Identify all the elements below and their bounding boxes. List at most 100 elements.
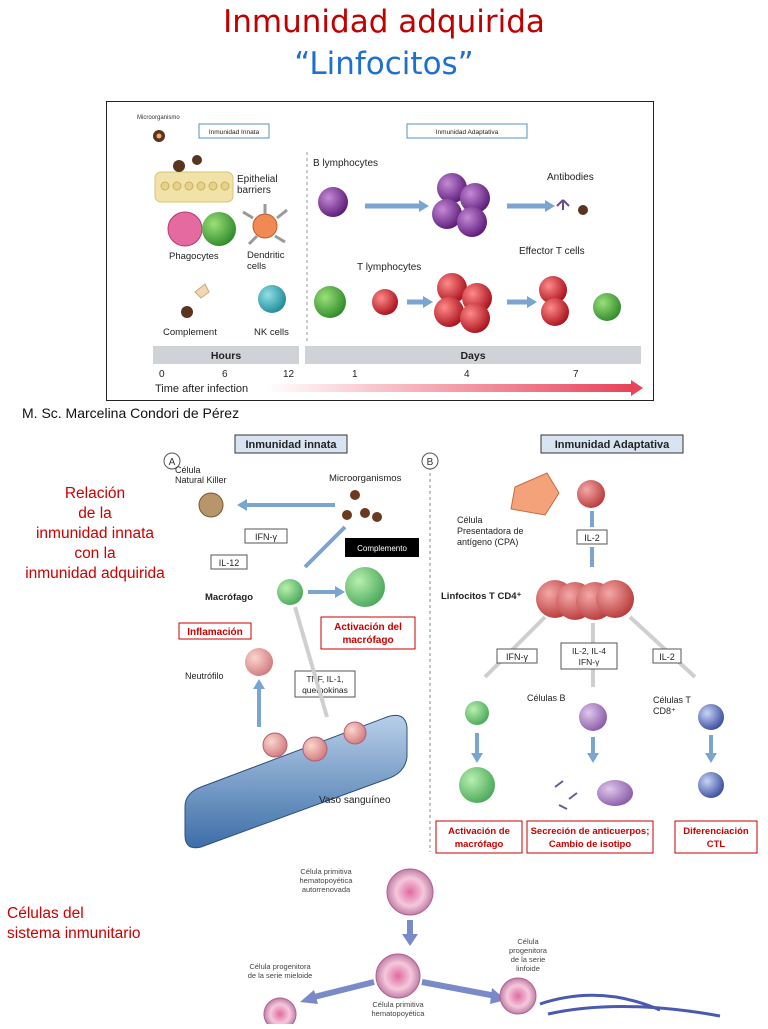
out2-label-2: Cambio de isotipo (549, 839, 632, 850)
b-lymphocytes-label: B lymphocytes (313, 158, 378, 169)
lymphoid-label-4: linfoide (516, 964, 540, 973)
activation-label-1: Activación del (334, 622, 402, 633)
cd8-label-2: CD8⁺ (653, 706, 676, 716)
myeloid-progenitor-icon (263, 997, 297, 1029)
effector-t-cells-icon (539, 276, 621, 326)
author: M. Sc. Marcelina Condori de Pérez (22, 405, 240, 421)
il24-label-1: IL-2, IL-4 (572, 646, 606, 656)
out3-label-2: CTL (707, 839, 726, 850)
immune-cells-lineage-figure: Célula primitiva hematopoyética autorren… (200, 864, 768, 1029)
relation-line-4: con la (74, 545, 116, 562)
phagocyte-cell-2 (202, 212, 236, 246)
tick-12: 12 (283, 369, 295, 380)
inflammation-label: Inflamación (187, 627, 243, 638)
ifn-label: IFN-γ (255, 532, 277, 542)
effector-t-label: Effector T cells (519, 246, 585, 257)
neutrophil-label: Neutrófilo (185, 671, 224, 681)
days-label: Days (460, 350, 485, 362)
macrophage-b-icon (465, 701, 489, 725)
innate-adaptive-relation-figure: A Inmunidad innata Célula Natural Killer… (155, 427, 767, 857)
antibodies-label: Antibodies (547, 172, 594, 183)
stem-label-2: hematopoyética (300, 876, 354, 885)
b-lymphocyte-icon (318, 187, 348, 217)
out3-label-1: Diferenciación (683, 826, 749, 837)
relation-line-5: inmunidad adquirida (25, 565, 165, 582)
innate-adaptive-timeline-figure: Microorganismo Inmunidad Innata Inmunida… (106, 101, 654, 401)
nk-label: NK cells (254, 327, 289, 338)
myeloid-label-1: Célula progenitora (249, 962, 311, 971)
out2-label-1: Secreción de anticuerpos; (531, 826, 650, 837)
cpa-label-1: Célula (457, 515, 483, 525)
il12-label: IL-12 (219, 558, 240, 568)
tick-7: 7 (573, 369, 579, 380)
cd4-cluster-icon (536, 580, 634, 620)
lymphoid-label-1: Célula (517, 937, 539, 946)
time-arrow (265, 384, 631, 392)
activated-macrophage-b-icon (459, 767, 495, 803)
out1-label-2: macrófago (455, 839, 504, 850)
adaptive-title: Inmunidad Adaptativa (555, 439, 670, 451)
cells-line-2: sistema inmunitario (7, 925, 141, 942)
nk-cell-icon (258, 285, 286, 313)
complement-icon (181, 283, 210, 318)
cells-label: Células del sistema inmunitario (0, 904, 197, 944)
cd4-label: Linfocitos T CD4⁺ (441, 591, 522, 602)
vessel-cells-icon (262, 721, 367, 762)
t-helper-icon (577, 480, 605, 508)
activated-macrophage-icon (345, 567, 385, 607)
myeloid-label-2: de la serie mieloide (248, 971, 313, 980)
microorganism-icon (153, 130, 165, 142)
innate-title: Inmunidad innata (245, 439, 337, 451)
ctl-icon (698, 772, 724, 798)
stem-cell-icon (386, 868, 434, 916)
cd8-label-1: Células T (653, 695, 691, 705)
dendritic-label-1: Dendritic (247, 250, 285, 261)
tick-6: 6 (222, 369, 228, 380)
stem-cell-2-icon (375, 953, 421, 999)
cpa-label-3: antígeno (CPA) (457, 537, 518, 547)
t-lymphocytes-label: T lymphocytes (357, 262, 421, 273)
microorganisms-icon (342, 490, 382, 522)
nk-label-2: Natural Killer (175, 475, 227, 485)
il2-label: IL-2 (584, 533, 600, 543)
panel-a-label: A (169, 457, 176, 468)
plasma-cell-cluster-icon (432, 173, 490, 237)
stem2-label-2: hematopoyética (372, 1009, 426, 1018)
epithelial-microbe-icon (173, 155, 202, 172)
vessel-label: Vaso sanguíneo (319, 795, 391, 806)
tnf-label-2: quemokinas (302, 685, 348, 695)
activation-label-2: macrófago (342, 635, 393, 646)
bcells-label: Células B (527, 693, 566, 703)
tnf-label-1: TNF, IL-1, (306, 674, 343, 684)
plasma-cell-icon (554, 780, 633, 810)
complement-label: Complement (163, 327, 217, 338)
relation-line-3: inmunidad innata (35, 525, 155, 542)
stem-label-3: autorrenovada (302, 885, 351, 894)
lymphoid-label-3: de la serie (511, 955, 546, 964)
page-subtitle: “Linfocitos” (294, 46, 474, 82)
macrophage-label: Macrófago (205, 592, 253, 603)
tick-4: 4 (464, 369, 470, 380)
relation-label: Relación de la inmunidad innata con la i… (0, 484, 190, 584)
adaptive-header: Inmunidad Adaptativa (436, 129, 499, 136)
il24-label-2: IFN-γ (579, 657, 601, 667)
neutrophil-icon (245, 648, 273, 676)
cd8-cell-icon (698, 704, 724, 730)
out1-label-1: Activación de (448, 826, 510, 837)
il2-b-label: IL-2 (659, 652, 675, 662)
microorganisms-label: Microorganismos (329, 473, 402, 484)
macrophage-icon (277, 579, 303, 605)
cpa-label-2: Presentadora de (457, 526, 524, 536)
t-lymphocyte-icon (372, 289, 398, 315)
ifn-b-label: IFN-γ (506, 652, 528, 662)
hours-label: Hours (211, 350, 241, 362)
effector-t-cluster-icon (434, 273, 492, 333)
panel-b-label: B (427, 457, 434, 468)
relation-line-1: Relación (64, 485, 126, 502)
microorganism-label: Microorganismo (137, 115, 180, 121)
dendritic-cell-icon (242, 204, 288, 246)
antibody-icon (556, 199, 588, 215)
phagocytes-label: Phagocytes (169, 251, 219, 262)
epithelial-label-2: barriers (237, 185, 271, 196)
lymphoid-progenitor-icon (499, 977, 537, 1015)
